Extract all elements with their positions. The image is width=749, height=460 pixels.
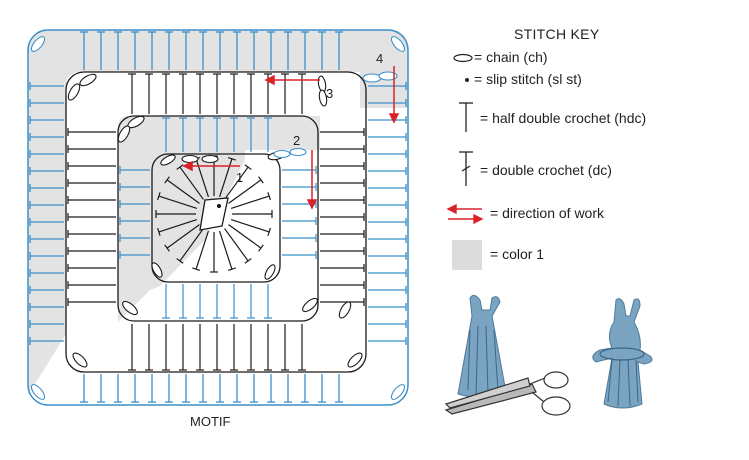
stitch-mark: [244, 164, 252, 170]
stitch-mark: [230, 195, 270, 210]
tassel-icon: [592, 298, 653, 409]
stitch-mark: [166, 179, 200, 204]
round-number-4: 4: [376, 51, 383, 66]
stitch-mark: [166, 224, 200, 249]
round-number-2: 2: [293, 133, 300, 148]
motif-outer-border: [27, 29, 409, 406]
round-outlines: [65, 71, 367, 373]
stitch-mark: [164, 244, 170, 252]
stitch-mark: [244, 258, 252, 264]
stitch-mark: [157, 192, 161, 201]
outer-round-stitches: [29, 31, 407, 403]
key-slip-stitch-label: = slip stitch (sl st): [474, 71, 582, 87]
stitch-mark: [267, 227, 271, 236]
stitch-mark: [176, 164, 184, 170]
stitch-mark: [218, 158, 233, 198]
key-chain-label: = chain (ch): [474, 49, 548, 65]
chain-ovals-blue: [30, 36, 406, 400]
stitch-mark: [230, 218, 270, 233]
middle-round-stitches: [67, 73, 365, 371]
stitch-mark: [224, 166, 249, 200]
stitch-key-title: STITCH KEY: [514, 26, 600, 42]
slip-stitch-icon: [465, 78, 469, 82]
stitch-mark: [179, 228, 204, 262]
stitch-mark: [195, 230, 210, 270]
stitch-mark: [192, 267, 201, 271]
direction-arrows: [182, 66, 400, 210]
inner-round-stitches: [119, 117, 317, 319]
stitch-mark: [258, 244, 264, 252]
motif-caption: MOTIF: [190, 414, 231, 429]
round-number-1: 1: [236, 170, 243, 185]
stitch-mark: [227, 267, 236, 271]
stitch-mark: [158, 218, 198, 233]
stitch-mark: [176, 258, 184, 264]
stitch-mark: [224, 228, 249, 262]
tassel-with-scissors-illustration: [444, 294, 653, 416]
stitch-mark: [164, 176, 170, 184]
chain-icon: [453, 53, 473, 63]
key-color-label: = color 1: [490, 246, 545, 262]
stitch-mark: [195, 158, 210, 198]
key-dc-label: = double crochet (dc): [480, 162, 612, 178]
stitch-mark: [228, 224, 262, 249]
stitch-mark: [227, 157, 236, 161]
center-ring: [199, 197, 229, 231]
key-hdc-label: = half double crochet (hdc): [480, 110, 647, 126]
hdc-icon: [459, 102, 473, 132]
stitch-mark: [158, 195, 198, 210]
stitch-mark: [258, 176, 264, 184]
stitch-mark: [179, 166, 204, 200]
stitch-mark: [218, 230, 233, 270]
scissors-icon: [444, 371, 571, 416]
dc-icon: [459, 151, 473, 186]
key-direction-label: = direction of work: [490, 205, 604, 221]
stitch-mark: [267, 192, 271, 201]
direction-arrows-icon: [446, 203, 484, 225]
stitch-mark: [228, 179, 262, 204]
round-number-3: 3: [326, 86, 333, 101]
color-swatch-icon: [452, 240, 482, 270]
round-numbers: 1 2 3 4: [236, 51, 383, 185]
stitch-mark: [157, 227, 161, 236]
